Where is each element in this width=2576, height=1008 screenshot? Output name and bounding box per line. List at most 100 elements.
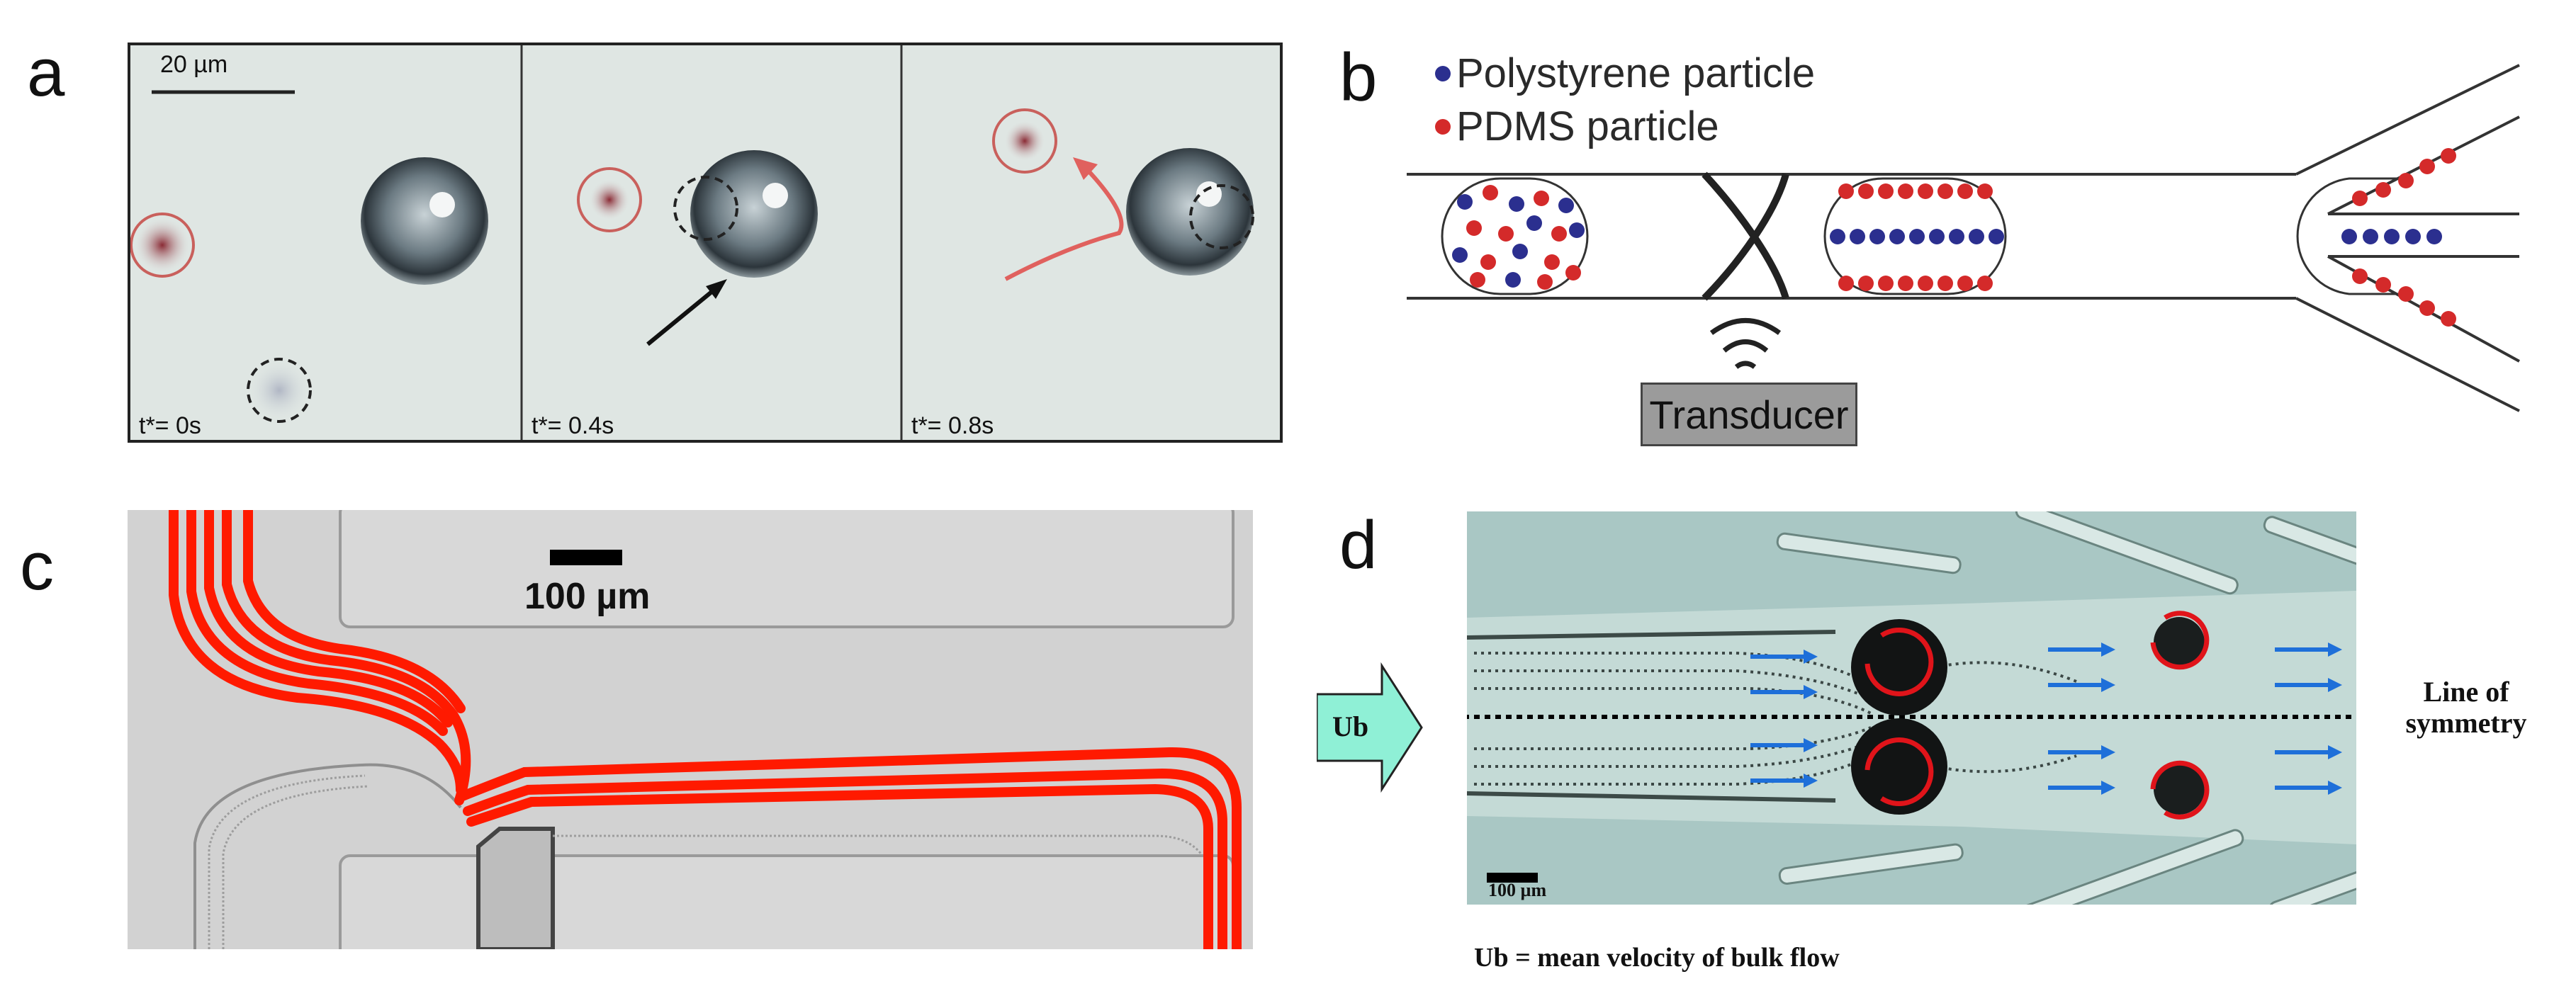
- flow-arrow-head-2: [1804, 738, 1818, 752]
- panel-a-image: 20 µm t*= 0s t*= 0.4s t*= 0.8s: [128, 43, 1283, 443]
- particle-sorted-mid-5: [1929, 229, 1945, 244]
- particle-mixed-1: [1483, 185, 1498, 200]
- particle-out-top-2: [2398, 173, 2414, 188]
- particle-out-top-3: [2419, 159, 2435, 174]
- particle-sorted-mid-8: [1989, 229, 2004, 244]
- bubble-2: [690, 150, 818, 278]
- flow-arrow-head-7: [2101, 781, 2115, 795]
- trajectory-arrow: [1004, 164, 1124, 281]
- particle-mixed-7: [1526, 215, 1542, 231]
- particle-dots: [1452, 148, 2456, 327]
- particle-sorted-top-7: [1977, 183, 1993, 199]
- inlet-arrow: Ub: [1315, 660, 1423, 795]
- panel-label-b: b: [1339, 40, 1378, 115]
- particle-sorted-bottom-6: [1957, 276, 1973, 291]
- legend-text-polystyrene: Polystyrene particle: [1456, 50, 1816, 96]
- particle-sorted-bottom-2: [1878, 276, 1894, 291]
- particle-mixed-8: [1551, 226, 1567, 242]
- flow-arrow-head-1: [1804, 685, 1818, 699]
- particle-sorted-mid-4: [1909, 229, 1925, 244]
- vortex-arrows: [1864, 611, 2210, 820]
- flow-arrow-head-4: [2101, 642, 2115, 657]
- pdms-particle-3: [1005, 121, 1045, 161]
- legend-text-pdms: PDMS particle: [1456, 103, 1719, 149]
- particle-mixed-2: [1509, 196, 1524, 212]
- particle-mixed-11: [1480, 254, 1496, 270]
- flow-arrow-head-5: [2101, 678, 2115, 692]
- panel-label-d: d: [1339, 507, 1378, 583]
- particle-mixed-6: [1498, 226, 1514, 242]
- particle-out-mid-4: [2426, 229, 2442, 244]
- particle-mixed-12: [1512, 244, 1528, 259]
- particle-mixed-13: [1544, 254, 1560, 270]
- bubble-1: [361, 157, 488, 285]
- panel-b-diagram: Polystyrene particle PDMS particle Trans…: [1407, 28, 2562, 453]
- panel-c-image: 100 µm: [128, 510, 1253, 949]
- arrow-2: [646, 284, 720, 346]
- red-particle-traces: [169, 510, 1242, 949]
- particle-mixed-10: [1452, 247, 1468, 263]
- particle-mixed-14: [1470, 272, 1485, 288]
- particle-sorted-top-4: [1918, 183, 1933, 199]
- time-label-1: t*= 0s: [139, 412, 201, 439]
- panel-a-drawing: [130, 45, 1254, 440]
- lower-chamber: [339, 854, 1234, 949]
- particle-out-mid-2: [2384, 229, 2400, 244]
- particle-sorted-bottom-5: [1937, 276, 1953, 291]
- particle-out-bottom-3: [2419, 300, 2435, 316]
- panel-label-c: c: [20, 528, 54, 604]
- particle-mixed-0: [1457, 194, 1473, 210]
- particle-mixed-5: [1466, 220, 1482, 236]
- particle-sorted-top-3: [1898, 183, 1913, 199]
- particle-sorted-mid-1: [1850, 229, 1865, 244]
- particle-sorted-mid-2: [1869, 229, 1885, 244]
- flow-arrow-head-10: [2328, 745, 2342, 759]
- particle-sorted-mid-0: [1830, 229, 1845, 244]
- flow-arrow-head-9: [2328, 678, 2342, 692]
- particle-mixed-17: [1565, 265, 1581, 281]
- particle-sorted-bottom-1: [1858, 276, 1874, 291]
- particle-mixed-15: [1505, 272, 1521, 288]
- particle-out-mid-0: [2341, 229, 2357, 244]
- particle-sorted-top-5: [1937, 183, 1953, 199]
- particle-sorted-bottom-7: [1977, 276, 1993, 291]
- particle-out-mid-1: [2363, 229, 2378, 244]
- particle-out-bottom-0: [2352, 268, 2368, 284]
- particle-out-top-4: [2441, 148, 2456, 164]
- time-label-2: t*= 0.4s: [531, 412, 614, 439]
- particle-mixed-9: [1569, 222, 1585, 238]
- particle-sorted-mid-6: [1949, 229, 1964, 244]
- panel-label-a: a: [27, 35, 65, 111]
- particle-out-mid-3: [2405, 229, 2421, 244]
- particle-sorted-top-6: [1957, 183, 1973, 199]
- particle-sorted-bottom-3: [1898, 276, 1913, 291]
- flow-arrow-head-8: [2328, 642, 2342, 657]
- legend-item-polystyrene: Polystyrene particle: [1435, 50, 1815, 97]
- scale-bar-label-d: 100 µm: [1488, 880, 1547, 900]
- particle-sorted-top-1: [1858, 183, 1874, 199]
- symmetry-label: Line of symmetry: [2405, 676, 2527, 739]
- legend-item-pdms: PDMS particle: [1435, 103, 1719, 150]
- particle-sorted-mid-7: [1969, 229, 1984, 244]
- legend-dot-red: [1435, 118, 1451, 135]
- particle-sorted-top-0: [1838, 183, 1854, 199]
- time-label-3: t*= 0.8s: [911, 412, 994, 439]
- particle-mixed-16: [1537, 274, 1553, 290]
- inlet-label: Ub: [1332, 710, 1369, 742]
- transducer-box: Transducer: [1641, 383, 1857, 446]
- side-channels: [1776, 511, 2356, 905]
- legend-dot-blue: [1435, 65, 1451, 81]
- particle-out-top-1: [2375, 182, 2391, 198]
- flow-arrow-head-3: [1804, 774, 1818, 788]
- particle-out-bottom-2: [2398, 286, 2414, 302]
- flow-arrow-head-6: [2101, 745, 2115, 759]
- scale-bar-label-a: 20 µm: [160, 51, 228, 78]
- particle-sorted-top-2: [1878, 183, 1894, 199]
- particle-out-bottom-4: [2441, 311, 2456, 327]
- flow-arrow-head-11: [2328, 781, 2342, 795]
- particle-sorted-bottom-4: [1918, 276, 1933, 291]
- upper-chamber: [339, 510, 1234, 628]
- particle-out-bottom-1: [2375, 277, 2391, 293]
- scale-bar-label-c: 100 µm: [524, 576, 651, 617]
- particle-sorted-bottom-0: [1838, 276, 1854, 291]
